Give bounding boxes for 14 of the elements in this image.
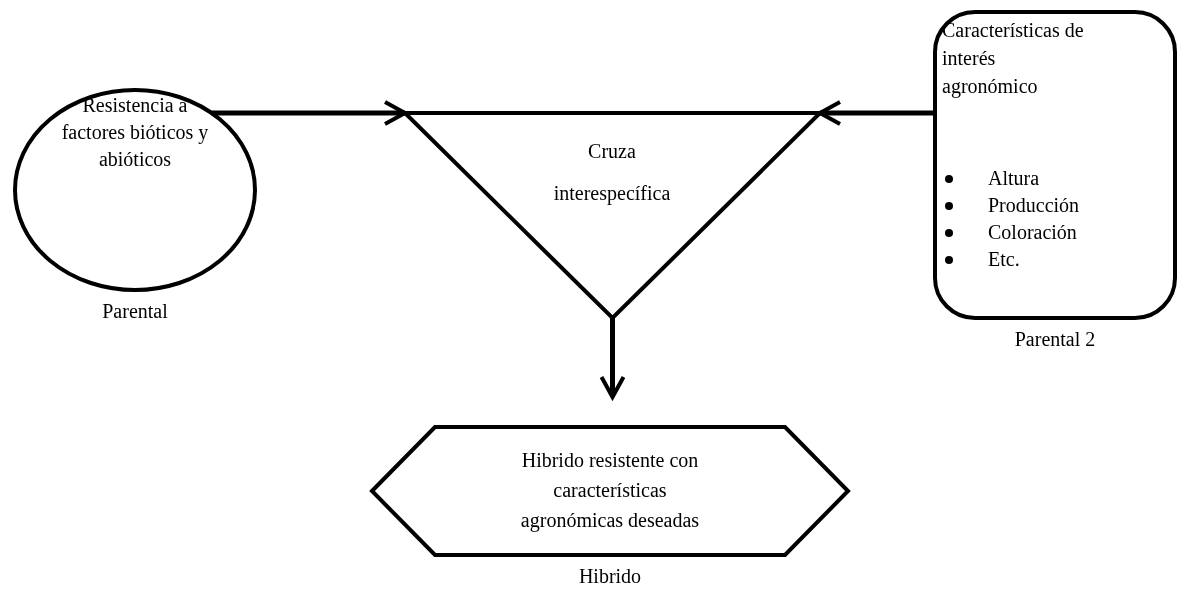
list-item: Altura: [988, 166, 1040, 191]
caption-label: Hibrido: [577, 565, 643, 588]
node-label: Características de interés agronómico: [942, 18, 1085, 100]
arrow: [818, 100, 935, 126]
node-label: Hibrido resistente con características agronómicas deseadas: [519, 448, 701, 534]
list-item: Etc.: [988, 247, 1020, 272]
caption-label: Parental: [101, 300, 169, 323]
node-label: Cruza interespecífica: [552, 139, 672, 207]
arrow: [211, 100, 407, 126]
caption-label: Parental 2: [1013, 328, 1097, 351]
arrow: [599, 318, 626, 399]
node-label: Resistencia a factores bióticos y abióticos: [60, 93, 210, 172]
list-item: Coloración: [988, 220, 1077, 245]
list-item: Producción: [988, 193, 1080, 218]
